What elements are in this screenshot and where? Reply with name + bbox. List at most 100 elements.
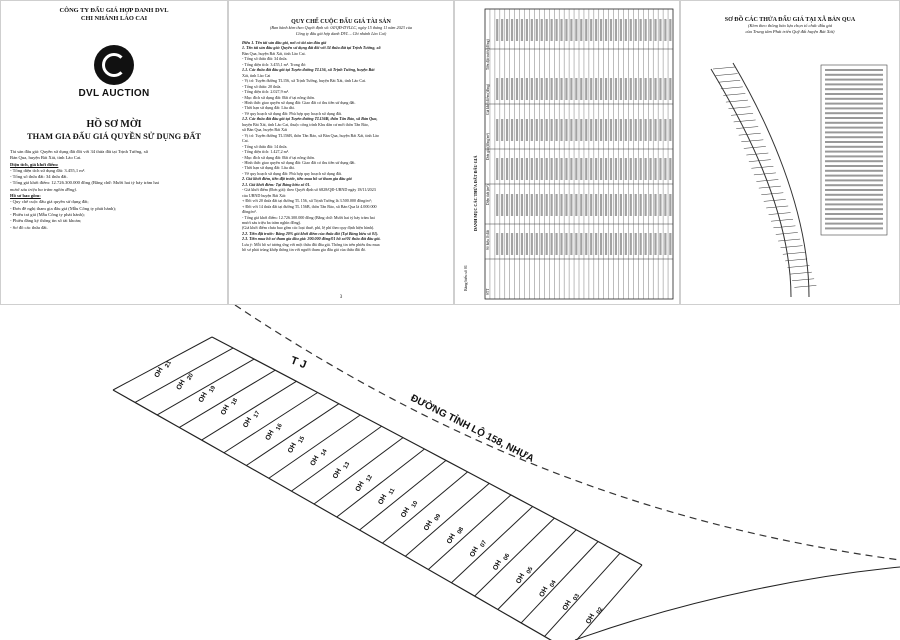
- rules-body: Điều 1. Tên tài sản đấu giá, nơi có tài …: [229, 36, 453, 253]
- rules-line: xã Bản Qua, huyện Bát Xát: [242, 127, 288, 133]
- table-cell-text: [649, 194, 652, 216]
- table-cell-text: [669, 78, 672, 100]
- document-title: HỒ SƠ MỜI: [86, 119, 142, 130]
- lot-table-row: [825, 174, 883, 177]
- dvl-logo: DVL AUCTION: [54, 45, 174, 99]
- rules-subtitle: Công ty đấu giá hợp danh DVL – Chi nhánh…: [295, 30, 387, 36]
- table-cell-text: [624, 78, 627, 100]
- table-cell-text: [515, 119, 519, 141]
- table-cell-text: [501, 19, 504, 41]
- table-cell-text: [585, 119, 588, 141]
- table-cell-text: [575, 158, 578, 180]
- rules-line: - Mục đích sử dụng đất: Đất ở tại nông t…: [242, 154, 315, 160]
- cover-body: Tài sản đấu giá: Quyền sử dụng đất đối v…: [1, 141, 227, 231]
- rules-line: - Giá khởi điểm (Đơn giá): theo Quyết đị…: [242, 187, 376, 193]
- lot-table-row: [825, 107, 883, 110]
- table-cell-text: [629, 158, 632, 180]
- table-cell-text: [580, 158, 583, 180]
- table-cell-text: [540, 194, 543, 216]
- table-cell-text: [654, 233, 657, 255]
- lot-prefix: OH: [355, 480, 366, 493]
- lot-table-row: [825, 208, 883, 211]
- table-caption: Bảng biểu số 01: [463, 265, 468, 291]
- table-cell-text: [659, 158, 662, 180]
- lot-prefix: OH: [515, 572, 526, 585]
- table-cell-text: [609, 233, 613, 255]
- lot-boundary: [112, 336, 213, 391]
- lot-table-row: [825, 155, 883, 158]
- table-cell-text: [659, 78, 662, 100]
- lot-divider: [723, 93, 746, 96]
- table-cell-text: [629, 78, 632, 100]
- lot-frontage-edge: [211, 336, 643, 566]
- table-cell-text: [609, 78, 613, 100]
- table-cell-text: [545, 158, 548, 180]
- lot-divider: [712, 66, 736, 70]
- table-cell-text: [510, 158, 514, 180]
- table-cell-text: [624, 119, 627, 141]
- table-cell-text: [639, 194, 642, 216]
- lot-code: 09: [434, 513, 443, 522]
- lot-prefix: OH: [492, 559, 503, 572]
- lot-divider: [768, 212, 791, 215]
- lot-rear-edge: [112, 389, 552, 640]
- table-cell-text: [535, 233, 538, 255]
- lot-table-row: [825, 117, 883, 119]
- table-cell-text: [535, 78, 538, 100]
- lot-table-row: [825, 112, 883, 115]
- rules-line: huyện Bát Xát, tỉnh Lào Cai, thuộc công …: [242, 121, 369, 127]
- lot-prefix: OH: [154, 366, 165, 379]
- lot-table-row: [825, 145, 883, 148]
- lot-code: 03: [573, 593, 582, 602]
- table-cell-text: [634, 119, 637, 141]
- table-cell-text: [530, 194, 533, 216]
- table-cell-text: [639, 119, 642, 141]
- table-cell-text: [501, 233, 504, 255]
- rules-line: - Về quy hoạch sử dụng đất: Phù hợp quy …: [242, 110, 342, 116]
- road-edge: [732, 62, 810, 298]
- table-cell-text: [570, 194, 573, 216]
- rules-line: mươi sáu triệu ba trăm nghìn đồng).: [242, 219, 302, 225]
- table-cell-text: [639, 233, 642, 255]
- table-cell-text: [614, 78, 618, 100]
- table-cell-text: [634, 158, 637, 180]
- table-cell-text: [619, 233, 622, 255]
- lot-boundary: [134, 347, 234, 403]
- table-cell-text: [590, 158, 593, 180]
- rules-line: - Về quy hoạch sử dụng đất: Phù hợp quy …: [242, 170, 342, 176]
- table-cell-text: [555, 78, 558, 100]
- table-cell-text: [604, 158, 608, 180]
- road-edge: [574, 566, 900, 640]
- table-cell-text: [501, 119, 504, 141]
- cover-line: - Tổng giá khởi điểm: 12.726.300.000 đồn…: [10, 180, 159, 186]
- rules-line: (Giá khởi điểm chưa bao gồm các loại thu…: [242, 225, 375, 231]
- table-cell-text: [535, 19, 538, 41]
- table-cell-text: [664, 119, 667, 141]
- table-cell-text: [595, 119, 598, 141]
- lot-boundary: [246, 403, 340, 466]
- lot-prefix: OH: [469, 546, 480, 559]
- table-cell-text: [629, 19, 632, 41]
- lot-divider: [782, 252, 805, 255]
- table-cell-text: [565, 78, 568, 100]
- table-cell-text: [570, 78, 573, 100]
- lot-divider: [743, 146, 766, 149]
- rules-line: 2.3. Tiền mua hồ sơ tham gia đấu giá: 20…: [242, 236, 381, 242]
- lot-divider: [738, 132, 761, 136]
- table-cell-text: [599, 158, 603, 180]
- table-cell-text: [624, 233, 627, 255]
- table-header: Tiền đặt trước (đồng): [486, 38, 490, 70]
- site-plan-title: SƠ ĐỒ CÁC THỬA ĐẤU GIÁ TẠI XÃ BẢN QUA: [724, 17, 856, 23]
- table-cell-text: [649, 78, 652, 100]
- lot-prefix: OH: [400, 506, 411, 519]
- table-cell-text: [604, 119, 608, 141]
- rules-subtitle: (Ban hành kèm theo Quyết định số: 04/QĐ-…: [270, 25, 412, 30]
- table-cell-text: [599, 119, 603, 141]
- rules-line: - Tổng số thửa: 20 thửa.: [242, 83, 282, 89]
- lot-boundary: [336, 448, 425, 518]
- lot-prefix: OH: [287, 442, 298, 455]
- cover-line: - Sơ đồ các thửa đất.: [10, 224, 48, 230]
- table-cell-text: [669, 233, 672, 255]
